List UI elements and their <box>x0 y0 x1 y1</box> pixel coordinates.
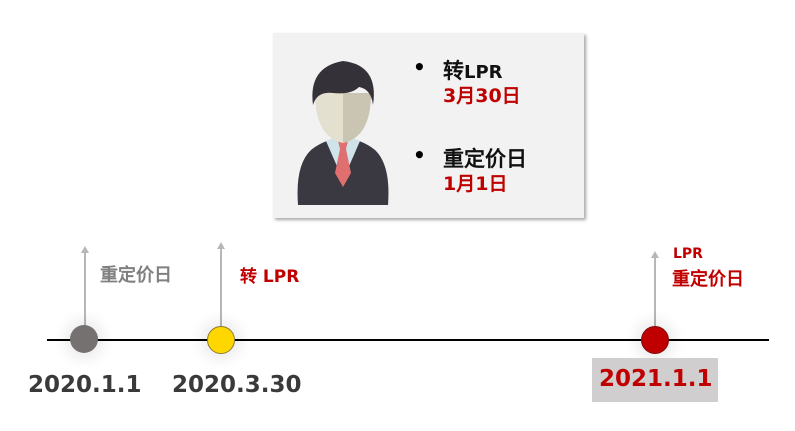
card-item-title: 转 <box>443 59 464 83</box>
arrow-up-icon <box>81 246 89 326</box>
date-highlight-box <box>592 358 718 402</box>
bullet-icon: • <box>413 143 426 167</box>
info-card: • 转LPR 3月30日 • 重定价日 1月1日 <box>273 33 584 218</box>
card-item-title-en: LPR <box>464 62 503 83</box>
arrow-up-icon <box>217 242 225 326</box>
arrow-up-icon <box>651 251 659 327</box>
timeline-label-lpr-top: LPR <box>673 246 703 262</box>
card-item-date: 3月30日 <box>443 85 521 107</box>
timeline-date: 2020.3.30 <box>172 372 302 398</box>
timeline-dot-2020-3-30 <box>207 326 235 354</box>
card-item-date: 1月1日 <box>443 173 508 195</box>
bullet-icon: • <box>413 55 426 79</box>
timeline-date: 2020.1.1 <box>28 372 142 398</box>
timeline-label-repricing-red: 重定价日 <box>672 269 744 290</box>
card-item-title: 重定价日 <box>443 147 527 171</box>
timeline-label-lpr: 转 LPR <box>240 267 300 287</box>
timeline-dot-2021-1-1 <box>641 326 669 354</box>
timeline-dot-2020-1-1 <box>70 325 98 353</box>
timeline-label-repricing: 重定价日 <box>100 265 172 286</box>
timeline-date-highlight: 2021.1.1 <box>599 366 713 392</box>
timeline-axis <box>47 339 769 341</box>
businessman-icon <box>297 61 389 205</box>
